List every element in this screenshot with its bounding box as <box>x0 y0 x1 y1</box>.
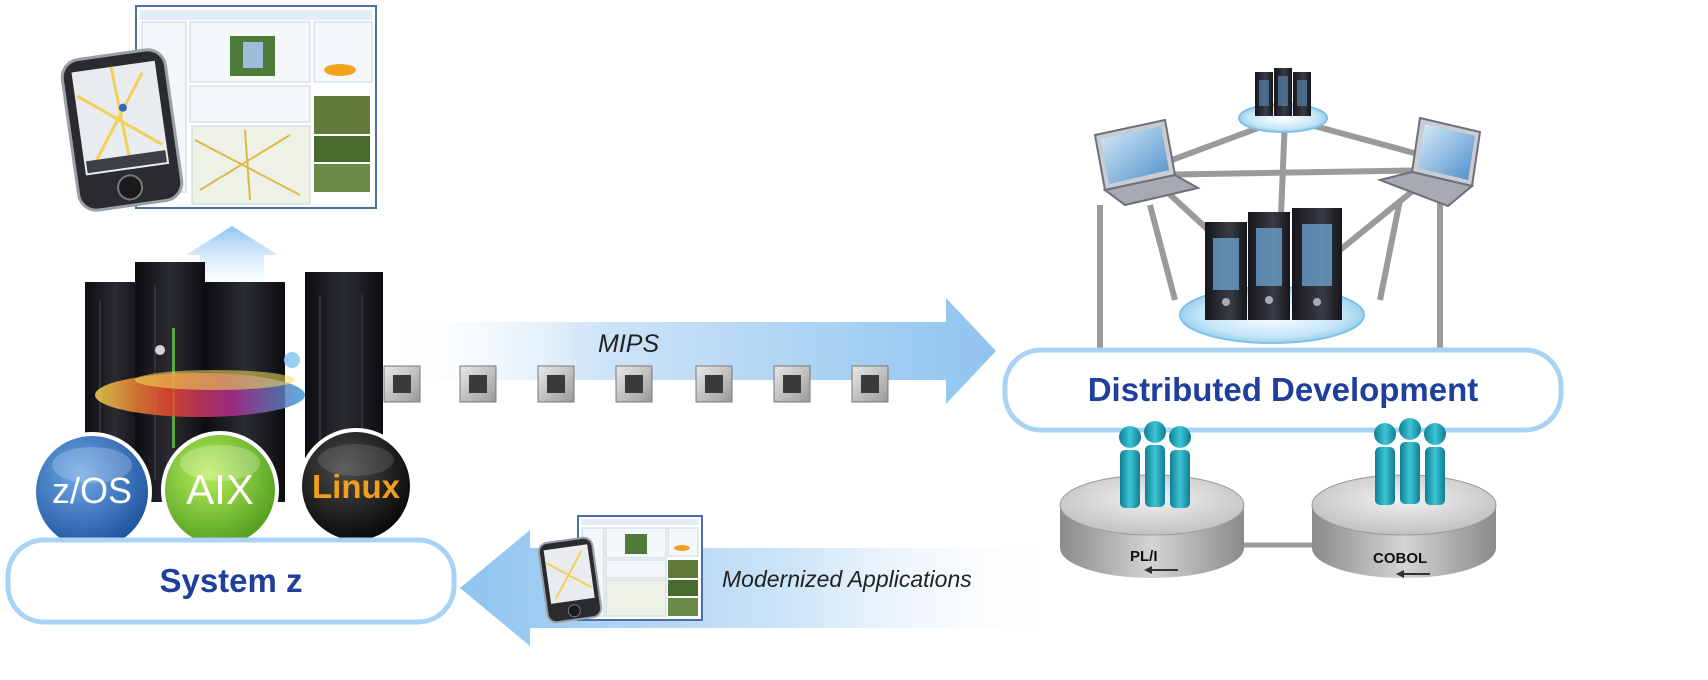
pli-label: PL/I <box>1130 548 1158 565</box>
processor-chip-icon <box>383 365 421 403</box>
processor-chip-icon <box>695 365 733 403</box>
distributed-development-pill <box>1002 347 1564 433</box>
mips-arrow <box>380 298 996 404</box>
main-server-cluster <box>1179 208 1365 344</box>
distributed-development-title: Distributed Development <box>1087 371 1479 408</box>
top-server-cluster <box>1238 68 1328 133</box>
up-arrow <box>186 226 278 300</box>
laptop-left <box>1093 118 1201 207</box>
laptop-right <box>1376 116 1482 208</box>
mobile-app-screenshot-bottom <box>537 515 703 624</box>
developers-icon-cobol <box>1374 418 1446 505</box>
modernized-applications-label: Modernized Applications <box>722 566 972 592</box>
cobol-label: COBOL <box>1373 550 1428 567</box>
processor-chip-icon <box>773 365 811 403</box>
aix-badge <box>161 431 279 549</box>
cobol-disk <box>1311 474 1497 578</box>
mobile-app-screenshot-top <box>60 5 377 212</box>
developers-icon-pli <box>1119 421 1191 508</box>
linux-label: Linux <box>312 468 400 505</box>
processor-chip-icon <box>459 365 497 403</box>
system-z-title: System z <box>159 562 303 599</box>
processor-chip-icon <box>851 365 889 403</box>
processor-chip-icon <box>615 365 653 403</box>
system-z-pill <box>5 537 457 625</box>
linux-badge <box>298 428 414 544</box>
mips-label: MIPS <box>598 330 660 358</box>
processor-chip-icon <box>537 365 575 403</box>
aix-label: AIX <box>186 466 254 513</box>
processor-chips <box>383 365 889 403</box>
zos-badge <box>32 432 152 552</box>
zos-label: z/OS <box>51 470 132 511</box>
